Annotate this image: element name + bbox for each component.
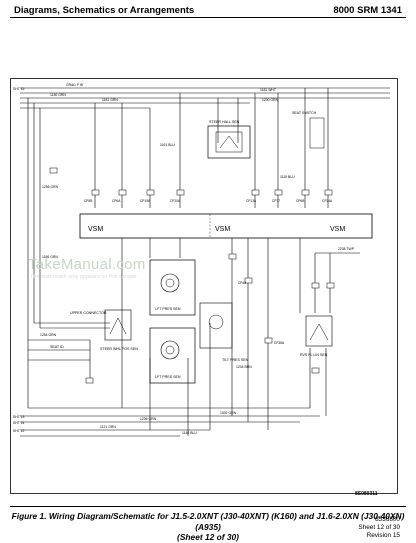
wire-label: 1204 BRN <box>236 365 252 369</box>
pin-ref: SHT 12 <box>13 429 25 433</box>
pin-ref: SHT 14 <box>13 421 25 425</box>
wire-label: 1130 GRN <box>50 93 66 97</box>
upper-connector-label: UPPER CONNECTOR <box>70 311 107 315</box>
vsm-label-mid: VSM <box>215 226 230 233</box>
top-wires <box>20 87 390 437</box>
caption-rule <box>10 506 406 507</box>
pin-ref-group: SHT 15 SHT 13 SHT 14 SHT 12 <box>13 87 25 433</box>
wire-label: 1200 GRN <box>262 98 279 102</box>
lift-pres-label-bottom: LFT PRES SEN <box>155 375 181 379</box>
tilt-pres-label: TILT PRES SEN <box>222 358 249 362</box>
rvs-linear-sensor <box>305 315 333 347</box>
lift-pressure-sensor-bottom <box>149 327 196 384</box>
revision: Revision 15 <box>366 531 400 539</box>
wire-label: GR&D P W <box>66 83 84 87</box>
connector-label: CP13A <box>246 199 257 203</box>
wiring-diagram: VSM VSM VSM STEER HALL SEN SEAT SWITCH L… <box>10 78 398 494</box>
wire-label: 1161 BLU <box>160 143 175 147</box>
caption-line-1: Figure 1. Wiring Diagram/Schematic for J… <box>11 511 405 532</box>
lift-pressure-sensor-top <box>149 259 196 316</box>
steer-hall-label: STEER HALL SEN <box>209 120 240 124</box>
wire-label: 1115 BLU <box>280 175 295 179</box>
steer-hall-sensor <box>207 125 251 159</box>
tilt-pressure-sensor <box>199 302 233 349</box>
connector-label: CP24A <box>322 199 333 203</box>
connector-label: CP20A <box>170 199 181 203</box>
seat-id-label: SEAT ID <box>50 345 64 349</box>
wire-label: 1156 GRN <box>42 255 58 259</box>
wire-label: 1121 GRN <box>100 425 116 429</box>
connector-label: CP38A <box>274 341 285 345</box>
vsm-label-right: VSM <box>330 226 345 233</box>
diagram-frame: VSM VSM VSM STEER HALL SEN SEAT SWITCH L… <box>10 78 400 539</box>
connector-label-group: CP5B CP6A CP19A CP20A CP13A CP77 CP6B CP… <box>84 199 333 345</box>
connector-label: CP48 <box>238 281 246 285</box>
wire-label: 1236 GRN <box>140 417 157 421</box>
sheet-info: 8536800 Sheet 12 of 30 Revision 15 <box>340 516 400 539</box>
figure-caption: Figure 1. Wiring Diagram/Schematic for J… <box>10 511 406 543</box>
pin-ref: SHT 13 <box>13 415 25 419</box>
watermark-subtext: The watermark only appears on this sampl… <box>30 274 137 280</box>
watermark: TakeManual.com <box>28 256 146 273</box>
diagram-border <box>10 78 398 494</box>
lift-pres-label-top: LFT PRES SEN <box>155 307 181 311</box>
header-title: Diagrams, Schematics or Arrangements <box>14 5 195 16</box>
wire-label-group: GR&D P W 1130 GRN 1181 GRN 1181 WHT 1200… <box>40 83 355 435</box>
seat-switch <box>309 117 325 149</box>
sheet-number: Sheet 12 of 30 <box>358 523 400 531</box>
rvs-label: RVS FL LIN SEN <box>300 353 328 357</box>
figure-code: 8S080311 <box>355 491 378 497</box>
connector-blocks <box>49 167 335 384</box>
wire-label: 1002 GRN <box>220 411 237 415</box>
wire-label: 1181 GRN <box>102 98 118 102</box>
wire-label: 1181 WHT <box>260 88 276 92</box>
pin-ref: SHT 15 <box>13 87 25 91</box>
connector-label: CP6A <box>112 199 121 203</box>
drawing-number: 8536800 <box>375 516 400 523</box>
wire-label: 1254 GRN <box>40 333 57 337</box>
connector-label: CP77 <box>272 199 280 203</box>
connector-label: CP5B <box>84 199 92 203</box>
steer-whl-label: STEER WHL POS SEN <box>100 347 138 351</box>
wire-label: 1146 BLU <box>182 431 197 435</box>
wire-label: 1256 GRN <box>42 185 59 189</box>
wire-label: 2238 TWP <box>338 247 355 251</box>
vsm-label-left: VSM <box>88 226 103 233</box>
connector-label: CP6B <box>296 199 304 203</box>
document-code: 8000 SRM 1341 <box>333 5 402 16</box>
seat-switch-label: SEAT SWITCH <box>292 111 317 115</box>
vsm-module <box>79 213 373 239</box>
connector-label: CP19A <box>140 199 151 203</box>
caption-line-2: (Sheet 12 of 30) <box>177 532 239 542</box>
header-rule <box>10 17 406 18</box>
steer-wheel-position-sensor <box>104 309 132 341</box>
